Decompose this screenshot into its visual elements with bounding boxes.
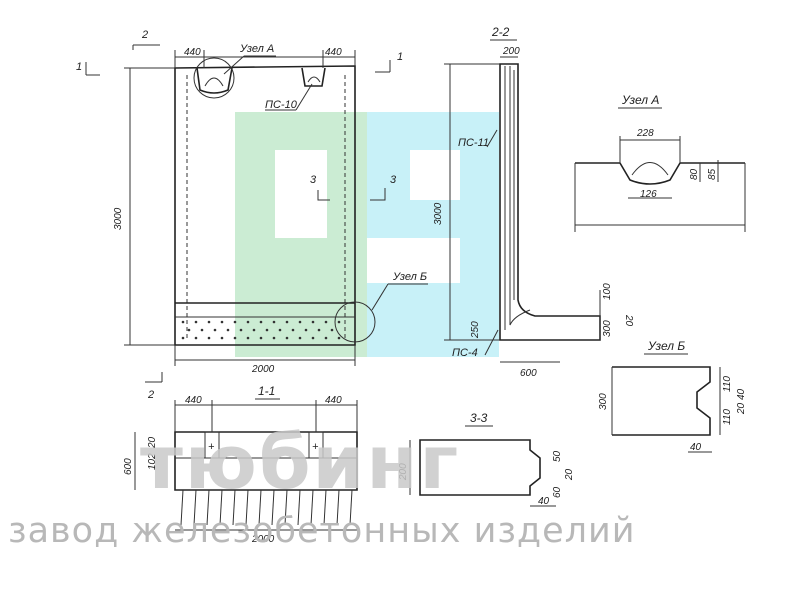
front-view: 440 440 Узел А ПС-10 Узел Б 3000 2000 2 … (76, 29, 428, 401)
mark-s3-left: 3 (310, 174, 317, 186)
dim-node-b-bottom40: 40 (690, 442, 702, 453)
dim-node-a-228: 228 (636, 128, 654, 139)
dim-node-b-110b: 110 (722, 409, 733, 425)
dim-2-2-250: 250 (470, 321, 481, 339)
svg-text:+: + (312, 441, 319, 453)
dim-3-3-40: 40 (538, 496, 550, 507)
dim-2-2-top: 200 (502, 46, 520, 57)
dim-1-1-20: 20 (147, 436, 158, 449)
dim-1-1-left: 440 (185, 395, 202, 406)
title-3-3: 3-3 (470, 411, 488, 425)
dim-node-b-300: 300 (598, 393, 609, 410)
mark-s3-right: 3 (390, 174, 397, 186)
dim-3-3-60: 60 (552, 486, 563, 498)
title-2-2: 2-2 (491, 25, 510, 39)
dim-1-1-600: 600 (123, 458, 134, 475)
dim-2-2-height: 3000 (433, 202, 444, 225)
mark-s1-right: 1 (397, 51, 403, 63)
dim-node-b-40: 40 (736, 388, 747, 400)
watermark-brand: тюбинг (140, 420, 460, 506)
mark-s2-bottom: 2 (147, 389, 154, 401)
section-1-1: 1-1 + + 440 440 600 102 20 2000 (123, 384, 358, 545)
node-b-detail: Узел Б 300 110 40 110 20 40 (598, 339, 747, 453)
dim-3-3-20: 20 (564, 468, 575, 481)
rebars (180, 489, 353, 526)
label-node-b: Узел Б (392, 271, 427, 283)
dim-slot-right: 440 (325, 47, 342, 58)
node-a-detail: Узел А 228 126 80 85 (574, 93, 746, 232)
dim-node-a-80: 80 (689, 168, 700, 180)
section-2-2: 2-2 200 3000 ПС-11 ПС-4 100 20 300 250 6… (433, 25, 634, 379)
dim-node-b-20: 20 (736, 402, 747, 415)
label-node-a: Узел А (239, 43, 274, 55)
dim-node-a-85: 85 (707, 168, 718, 180)
dim-slot-left: 440 (184, 47, 201, 58)
dim-1-1-102: 102 (147, 453, 158, 470)
mark-s1-left: 1 (76, 61, 82, 73)
dim-width: 2000 (251, 364, 275, 375)
dim-1-1-width: 2000 (251, 534, 275, 545)
title-node-b: Узел Б (647, 339, 685, 353)
svg-text:+: + (208, 441, 215, 453)
dim-2-2-20: 20 (623, 314, 634, 327)
dim-node-a-126: 126 (640, 189, 657, 200)
label-ps4: ПС-4 (452, 347, 478, 359)
label-ps11: ПС-11 (458, 137, 489, 149)
dim-1-1-right: 440 (325, 395, 342, 406)
dim-3-3-50: 50 (552, 450, 563, 462)
dim-node-b-110: 110 (722, 376, 733, 392)
dim-height: 3000 (113, 207, 124, 230)
dim-2-2-300: 300 (602, 320, 613, 337)
title-node-a: Узел А (621, 93, 659, 107)
dim-3-3-200: 200 (398, 463, 409, 481)
dim-2-2-100: 100 (602, 283, 613, 300)
mark-s2-top: 2 (141, 29, 148, 41)
label-ps10: ПС-10 (265, 99, 298, 111)
title-1-1: 1-1 (258, 384, 275, 398)
anchor-holes (181, 320, 341, 340)
dim-2-2-bottom: 600 (520, 368, 537, 379)
watermark-tagline: завод железобетонных изделий (8, 511, 636, 551)
section-3-3: 3-3 200 50 60 20 40 (398, 411, 575, 507)
